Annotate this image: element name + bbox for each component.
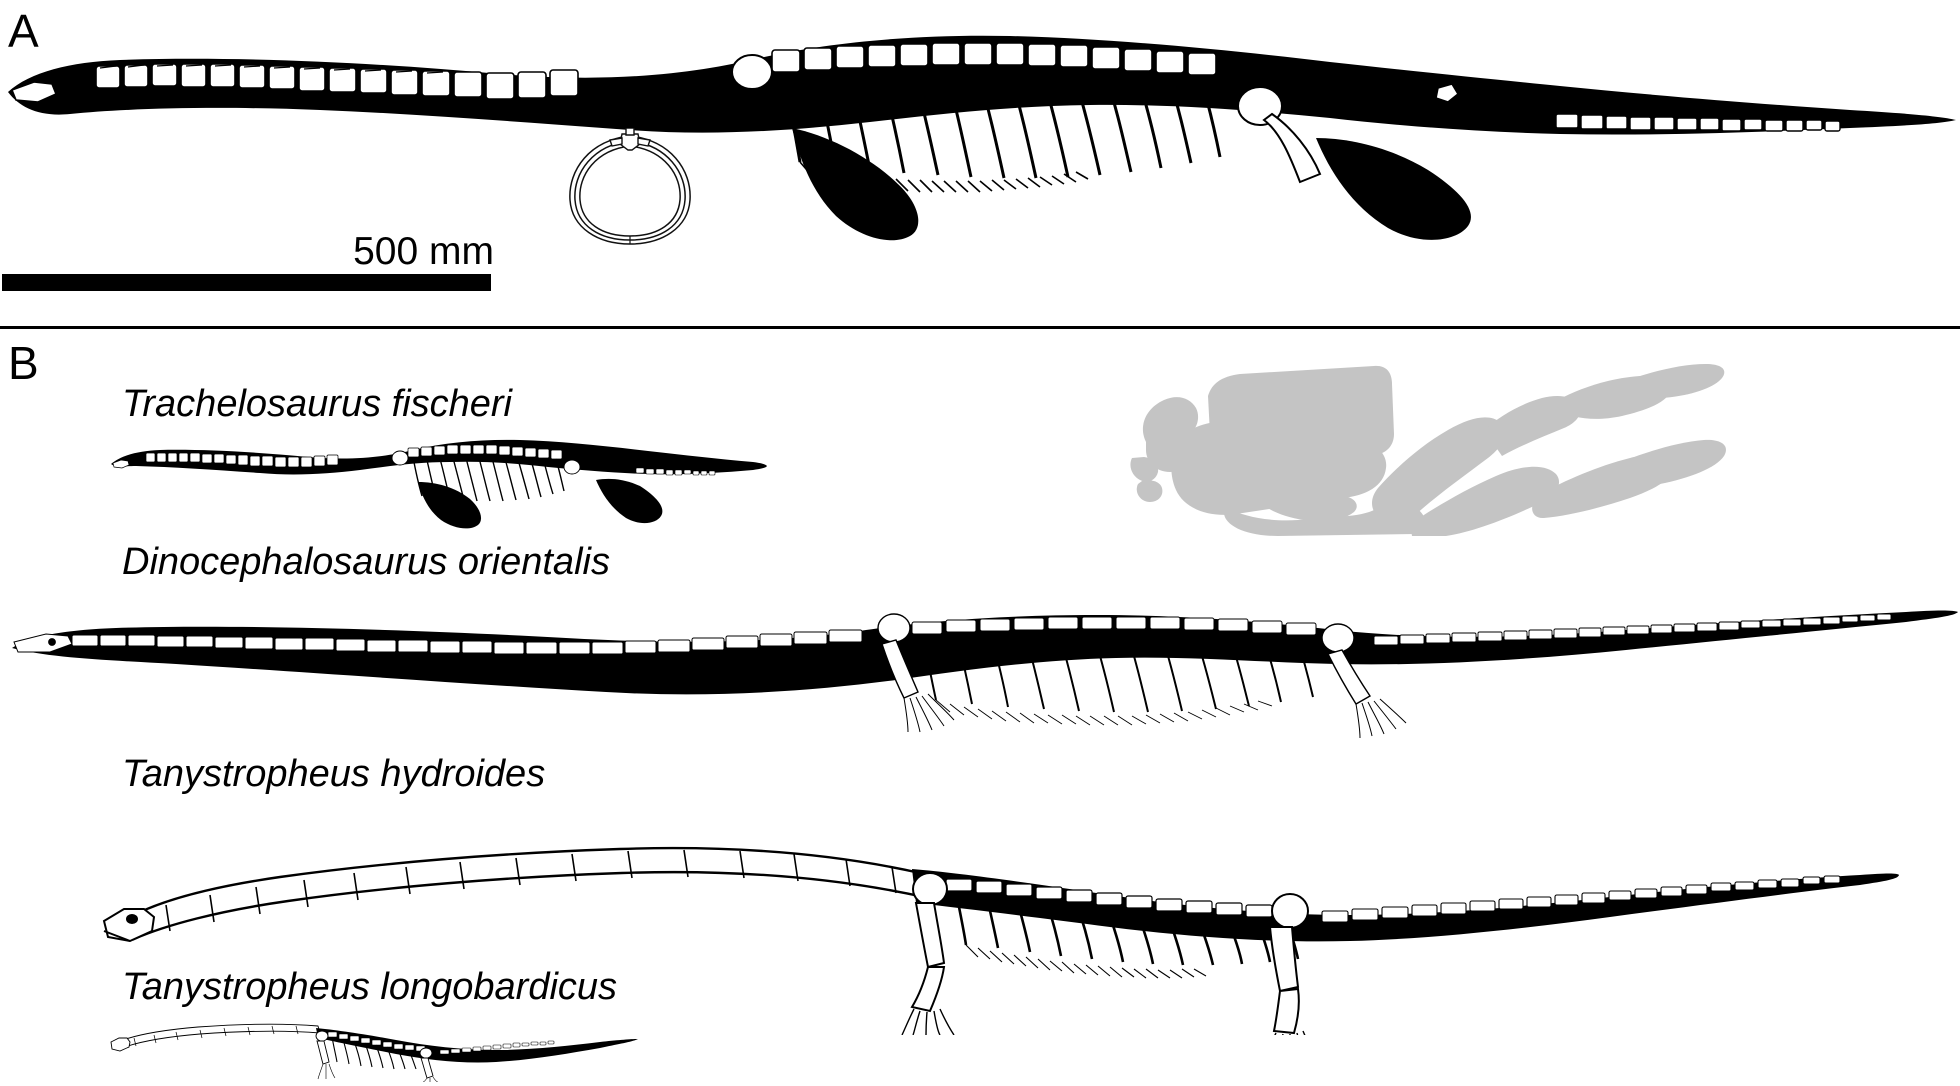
- scuba-diver-silhouette: [1128, 338, 1928, 538]
- scale-bar-line: [2, 274, 491, 291]
- scale-bar: 500 mm: [2, 230, 562, 291]
- taxon-label-dinocephalosaurus-orientalis: Dinocephalosaurus orientalis: [122, 541, 610, 583]
- skeleton-trachelosaurus-fischeri: [108, 432, 768, 532]
- taxon-label-trachelosaurus-fischeri: Trachelosaurus fischeri: [122, 383, 513, 425]
- scale-bar-label: 500 mm: [353, 230, 494, 273]
- panel-label-a: A: [8, 5, 39, 57]
- skeleton-tanystropheus-longobardicus: [110, 1012, 640, 1082]
- panel-label-b: B: [8, 337, 39, 389]
- taxon-label-tanystropheus-hydroides: Tanystropheus hydroides: [122, 753, 546, 795]
- taxon-label-tanystropheus-longobardicus: Tanystropheus longobardicus: [122, 966, 618, 1008]
- skeleton-trachelosaurus-panel-a: [0, 10, 1960, 250]
- body-cross-section-diagram: [560, 128, 700, 250]
- panel-divider: [0, 326, 1960, 329]
- skeleton-dinocephalosaurus-orientalis: [6, 580, 1960, 750]
- skeleton-tanystropheus-hydroides: [100, 805, 1900, 1035]
